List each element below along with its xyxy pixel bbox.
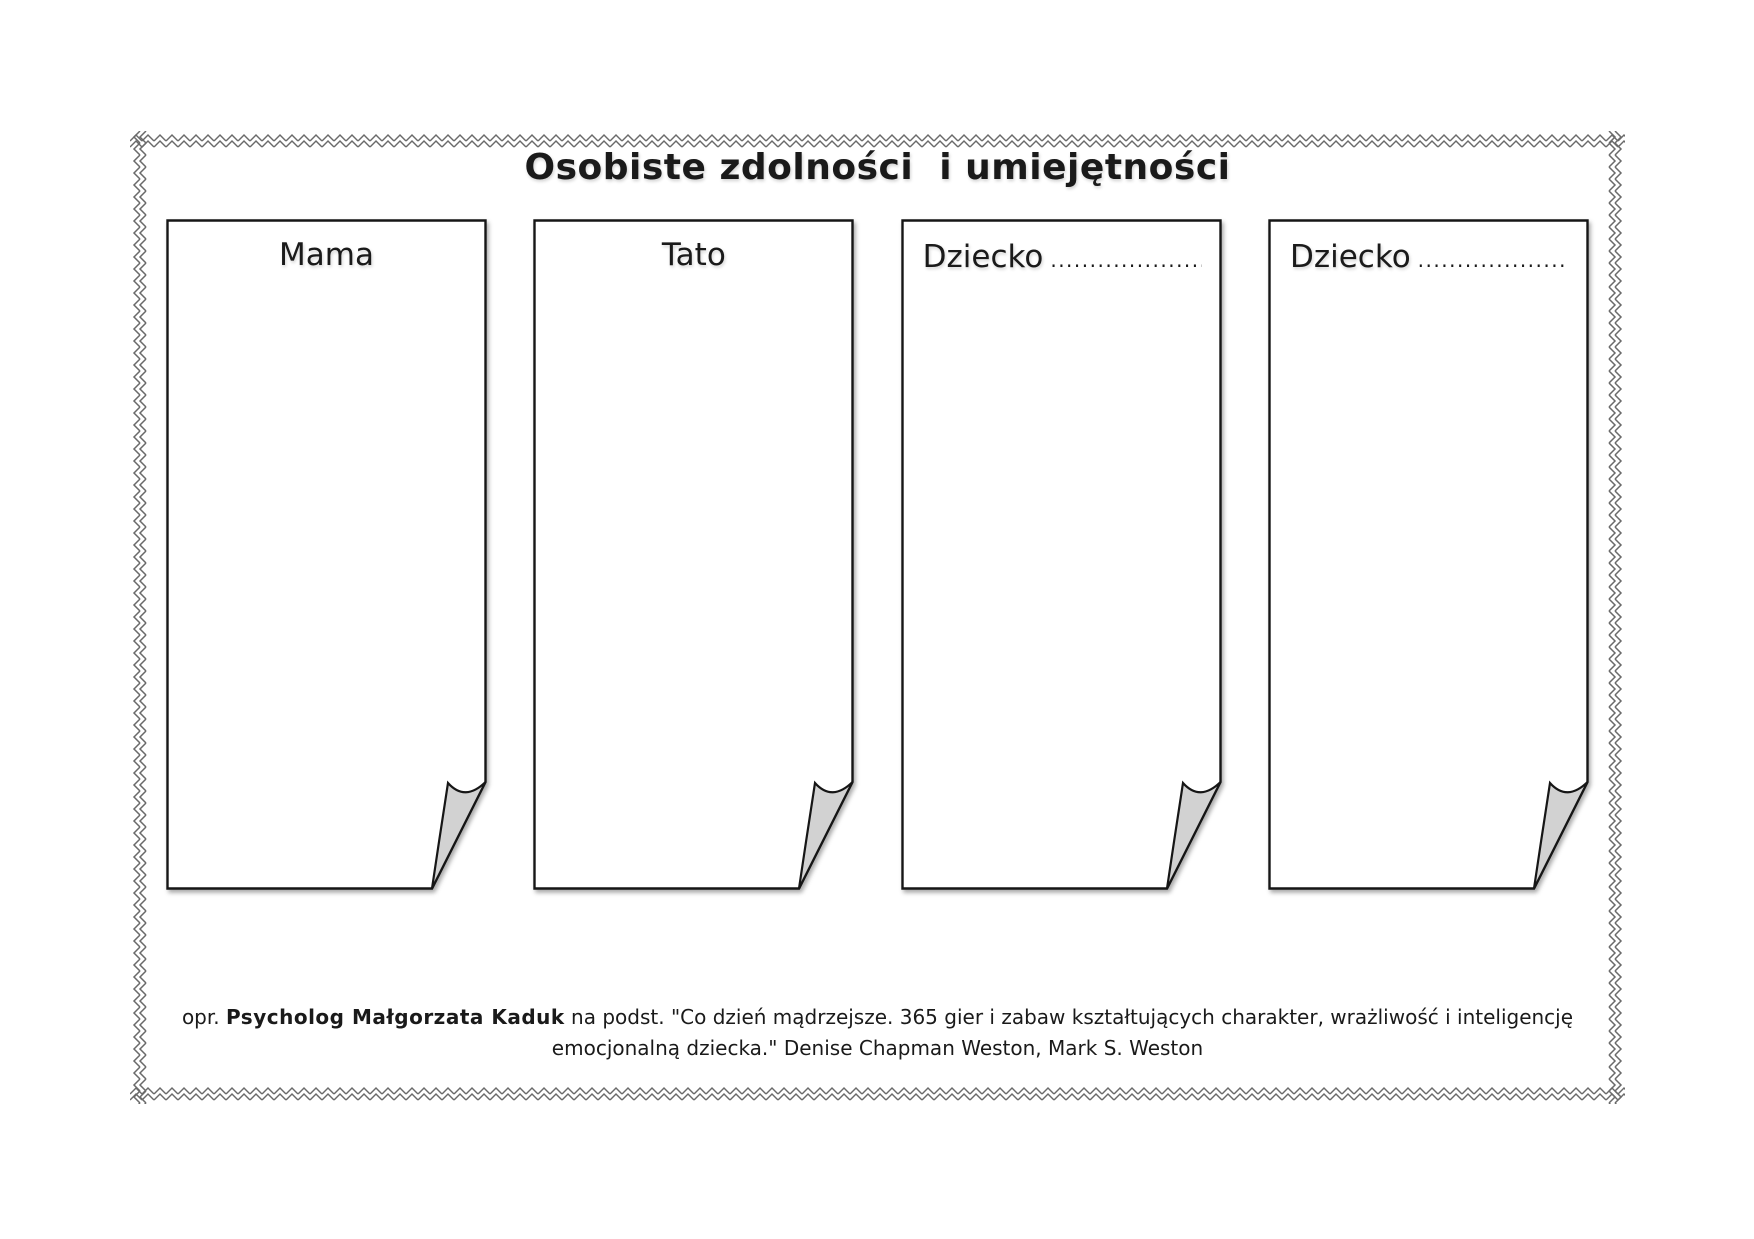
card-label-mama: Mama	[279, 237, 374, 273]
zigzag-border-top	[130, 131, 1625, 149]
page-curl-icon	[430, 780, 487, 889]
card-tato: Tato	[533, 219, 855, 890]
page-title: Osobiste zdolności i umiejętności	[524, 147, 1231, 188]
paper-sheet-with-curl-icon	[1268, 219, 1589, 890]
zigzag-border-frame: Osobiste zdolności i umiejętności Mama T…	[130, 131, 1625, 1104]
card-label-tato: Tato	[661, 237, 726, 273]
credits-prefix: opr.	[181, 1005, 226, 1029]
card-label-text: Dziecko	[1289, 239, 1411, 275]
zigzag-border-left	[130, 131, 148, 1104]
card-label-dziecko-2: Dziecko ................................…	[1268, 219, 1589, 275]
credits-author: Psycholog Małgorzata Kaduk	[225, 1005, 565, 1029]
card-dziecko-2: Dziecko ................................…	[1268, 219, 1589, 890]
cards-row: Mama Tato Dziecko ......................…	[166, 219, 1589, 890]
paper-sheet-with-curl-icon	[900, 219, 1222, 890]
card-label-dziecko-1: Dziecko ................................…	[901, 219, 1222, 275]
page-curl-icon	[1165, 780, 1222, 889]
dotted-blank-line: .....................................	[1050, 248, 1201, 272]
card-dziecko-1: Dziecko ................................…	[900, 219, 1222, 890]
credits-line1: na podst. "Co dzień mądrzejsze. 365 gier…	[564, 1005, 1574, 1029]
page-curl-icon	[798, 780, 854, 889]
page-curl-icon	[1532, 780, 1589, 889]
paper-sheet-with-curl-icon	[166, 219, 487, 890]
paper-sheet-with-curl-icon	[533, 219, 855, 890]
zigzag-border-bottom	[130, 1086, 1625, 1104]
card-mama: Mama	[166, 219, 487, 890]
credits-line2: emocjonalną dziecka." Denise Chapman Wes…	[551, 1036, 1204, 1060]
zigzag-border-right	[1607, 131, 1625, 1104]
card-label-text: Dziecko	[922, 239, 1044, 275]
credits-text: opr. Psycholog Małgorzata Kaduk na podst…	[130, 1002, 1625, 1064]
dotted-blank-line: .....................................	[1417, 248, 1569, 272]
